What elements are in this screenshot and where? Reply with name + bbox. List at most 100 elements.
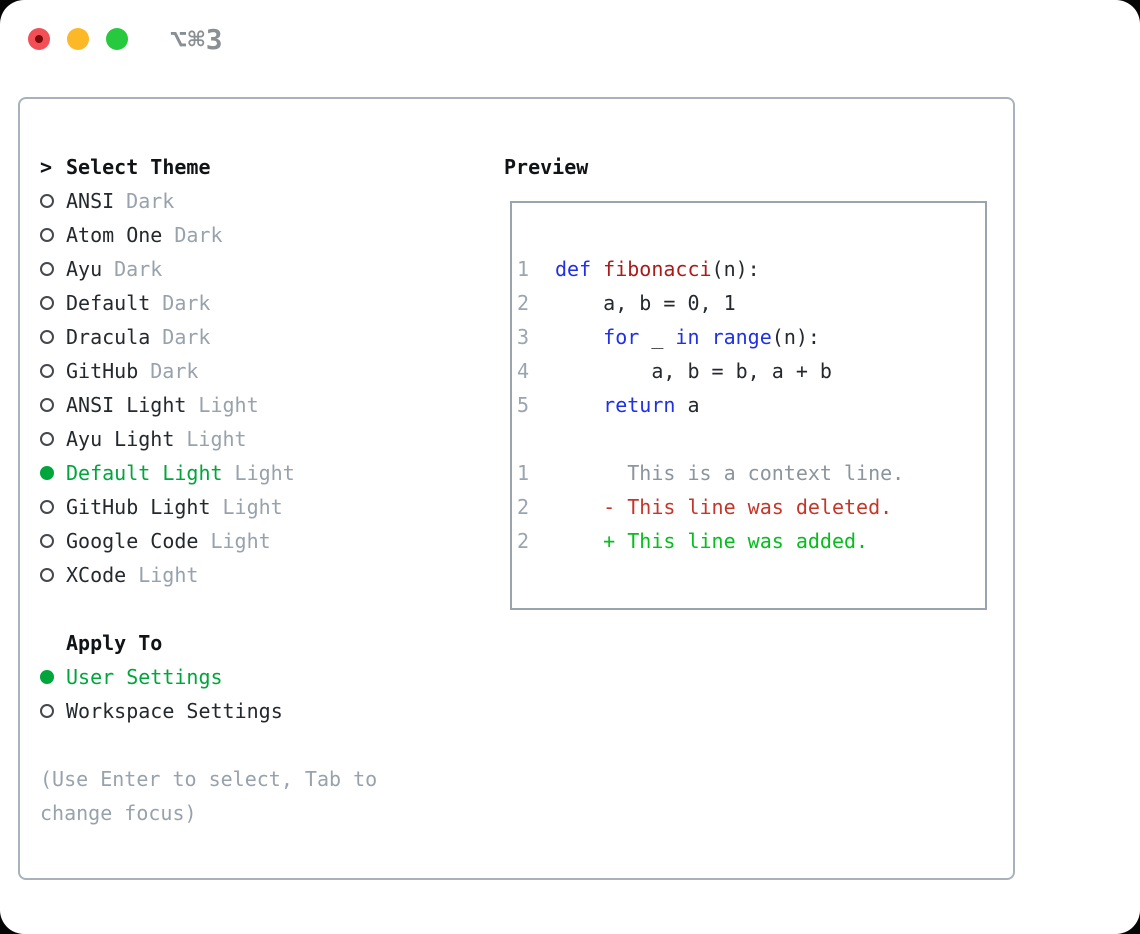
preview-line: 5 return a [517, 388, 985, 422]
code-segment-kw: for [603, 325, 640, 349]
code-segment-pl: _ [639, 325, 676, 349]
select-theme-header: > Select Theme [40, 150, 377, 184]
apply-to-option[interactable]: User Settings [40, 660, 377, 694]
line-number: 4 [517, 359, 530, 383]
marker [40, 364, 66, 378]
theme-option[interactable]: XCode Light [40, 558, 377, 592]
radio-unselected-icon [40, 704, 54, 718]
marker [40, 500, 66, 514]
hint-line-2: change focus) [40, 801, 197, 825]
code-segment-pl: a, b = b, a + b [555, 359, 832, 383]
code-segment-pl: a, b = 0, 1 [555, 291, 736, 315]
option-label: Ayu Light [66, 427, 175, 451]
marker [40, 296, 66, 310]
radio-unselected-icon [40, 500, 54, 514]
theme-option[interactable]: ANSI Dark [40, 184, 377, 218]
radio-unselected-icon [40, 364, 54, 378]
line-number: 1 [517, 461, 530, 485]
marker [40, 466, 66, 480]
preview-line: 2 a, b = 0, 1 [517, 286, 985, 320]
preview-line: 2 + This line was added. [517, 524, 985, 558]
code-segment-kw: return [603, 393, 676, 417]
zoom-button[interactable] [106, 28, 128, 50]
option-label: XCode [66, 563, 127, 587]
option-label: Dracula [66, 325, 151, 349]
close-button[interactable] [28, 28, 50, 50]
radio-unselected-icon [40, 296, 54, 310]
line-number: 3 [517, 325, 530, 349]
option-variant-label: Dark [162, 291, 211, 315]
preview-line [517, 422, 985, 456]
minimize-button[interactable] [67, 28, 89, 50]
theme-option[interactable]: Google Code Light [40, 524, 377, 558]
titlebar: ⌥⌘3 [28, 23, 224, 56]
line-number: 5 [517, 393, 530, 417]
code-segment-pl [555, 325, 603, 349]
unsaved-dot-icon [35, 35, 43, 43]
option-label: User Settings [66, 665, 223, 689]
marker [40, 330, 66, 344]
option-variant-label: Light [198, 393, 259, 417]
option-label: GitHub [66, 359, 139, 383]
code-segment-pl: a [675, 393, 700, 417]
theme-option[interactable]: Dracula Dark [40, 320, 377, 354]
marker [40, 398, 66, 412]
preview-title: Preview [504, 155, 589, 179]
line-number: 2 [517, 291, 530, 315]
line-number: 2 [517, 529, 530, 553]
option-label: Ayu [66, 257, 103, 281]
marker [40, 194, 66, 208]
spacer [40, 592, 377, 626]
code-segment-del: - This line was deleted. [555, 495, 893, 519]
option-variant-label: Light [210, 529, 271, 553]
option-variant-label: Dark [126, 189, 175, 213]
code-segment-pl [555, 393, 603, 417]
apply-to-option[interactable]: Workspace Settings [40, 694, 377, 728]
code-segment-fn: fibonacci [603, 257, 712, 281]
radio-unselected-icon [40, 262, 54, 276]
option-label: Default Light [66, 461, 223, 485]
radio-unselected-icon [40, 568, 54, 582]
marker [40, 704, 66, 718]
marker [40, 568, 66, 582]
radio-unselected-icon [40, 194, 54, 208]
marker [40, 432, 66, 446]
option-label: ANSI [66, 189, 115, 213]
radio-unselected-icon [40, 228, 54, 242]
radio-unselected-icon [40, 534, 54, 548]
preview-line: 3 for _ in range(n): [517, 320, 985, 354]
radio-selected-icon [40, 670, 54, 684]
option-label: Atom One [66, 223, 163, 247]
radio-unselected-icon [40, 398, 54, 412]
marker [40, 670, 66, 684]
option-label: Google Code [66, 529, 199, 553]
theme-option[interactable]: GitHub Dark [40, 354, 377, 388]
code-segment-pl [591, 257, 603, 281]
marker [40, 534, 66, 548]
theme-option[interactable]: Atom One Dark [40, 218, 377, 252]
marker [40, 228, 66, 242]
option-variant-label: Light [138, 563, 199, 587]
code-segment-add: + This line was added. [555, 529, 869, 553]
option-variant-label: Dark [162, 325, 211, 349]
marker [40, 262, 66, 276]
hint-line-1: (Use Enter to select, Tab to [40, 767, 378, 791]
option-variant-label: Dark [150, 359, 199, 383]
code-segment-pl [700, 325, 712, 349]
option-variant-label: Dark [174, 223, 223, 247]
spacer [40, 728, 377, 762]
code-segment-kw: in [675, 325, 700, 349]
apply-to-title: Apply To [66, 631, 163, 655]
